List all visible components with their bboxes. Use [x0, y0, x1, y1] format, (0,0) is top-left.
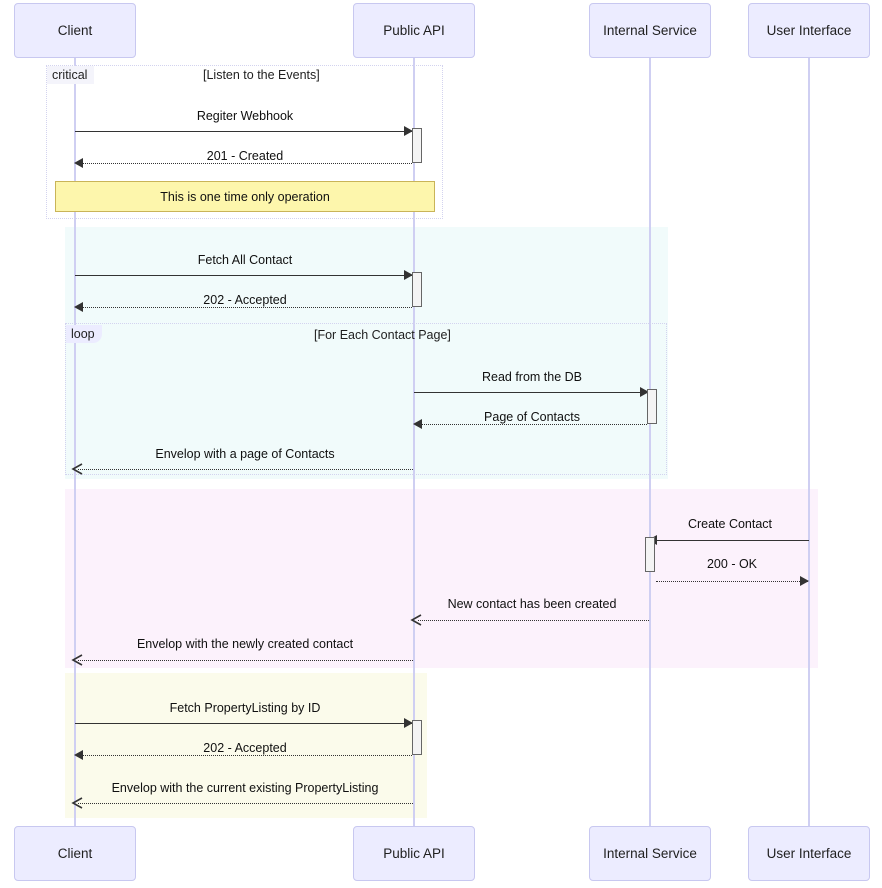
message-text: 201 - Created: [206, 149, 284, 163]
lifeline-user-interface: [808, 58, 810, 827]
arrow-head-left: [74, 158, 83, 168]
message-line-envelop-newly-created: [78, 660, 413, 661]
message-text: 202 - Accepted: [203, 293, 287, 307]
message-text: Read from the DB: [481, 370, 583, 384]
fragment-critical-box: [46, 65, 443, 219]
participant-internal-service-top[interactable]: Internal Service: [589, 3, 711, 58]
region-contact-created: [65, 489, 818, 668]
participant-label: User Interface: [766, 23, 852, 38]
message-text: Fetch PropertyListing by ID: [169, 701, 321, 715]
arrow-head-left: [413, 419, 422, 429]
message-line-envelop-existing-propertylisting: [78, 803, 413, 804]
message-text: Page of Contacts: [484, 410, 580, 424]
message-line-page-of-contacts: [415, 424, 647, 425]
fragment-condition-label: [For Each Contact Page]: [314, 328, 451, 342]
fragment-critical-tag: critical: [47, 66, 95, 84]
message-text: Envelop with the newly created contact: [136, 637, 354, 651]
fragment-loop-tag: loop: [66, 325, 102, 343]
lifeline-client: [74, 58, 76, 827]
arrow-head-open-left: [71, 463, 83, 475]
arrow-head-open-left: [71, 797, 83, 809]
participant-internal-service-bottom[interactable]: Internal Service: [589, 826, 711, 881]
message-line-read-from-the-db: [414, 392, 649, 393]
arrow-head-open-left: [410, 614, 422, 626]
participant-public-api-top[interactable]: Public API: [353, 3, 475, 58]
lifeline-public-api: [413, 58, 415, 827]
message-text: Fetch All Contact: [197, 253, 293, 267]
arrow-head-right: [404, 126, 413, 136]
message-label-201-created: 201 - Created: [207, 149, 283, 163]
message-label-new-contact-created: New contact has been created: [448, 597, 617, 611]
message-text: 202 - Accepted: [203, 741, 287, 755]
fragment-tag-label: loop: [71, 327, 95, 341]
arrow-head-left: [74, 750, 83, 760]
message-label-200-ok: 200 - OK: [707, 557, 757, 571]
message-text: Create Contact: [687, 517, 773, 531]
message-line-202-accepted-1: [76, 307, 412, 308]
message-label-fetch-all-contact: Fetch All Contact: [198, 253, 293, 267]
message-text: Regiter Webhook: [196, 109, 294, 123]
arrow-head-left: [74, 302, 83, 312]
message-text: Envelop with a page of Contacts: [155, 447, 335, 461]
participant-label: Internal Service: [603, 846, 697, 861]
participant-label: Public API: [383, 846, 445, 861]
fragment-loop-box: [65, 323, 667, 475]
activation-internal-service-1: [647, 389, 657, 424]
arrow-head-right: [640, 387, 649, 397]
fragment-critical-condition: [Listen to the Events]: [203, 68, 320, 82]
note-text: This is one time only operation: [160, 189, 330, 204]
message-line-envelop-page-of-contacts: [78, 469, 413, 470]
fragment-condition-label: [Listen to the Events]: [203, 68, 320, 82]
message-line-202-accepted-2: [76, 755, 412, 756]
participant-client-top[interactable]: Client: [14, 3, 136, 58]
lifeline-internal-service: [649, 58, 651, 827]
message-label-read-from-the-db: Read from the DB: [482, 370, 582, 384]
message-label-fetch-propertylisting: Fetch PropertyListing by ID: [170, 701, 321, 715]
message-text: Envelop with the current existing Proper…: [111, 781, 379, 795]
message-label-202-accepted-2: 202 - Accepted: [203, 741, 286, 755]
region-fetch-contacts: [65, 227, 668, 479]
message-line-fetch-all-contact: [75, 275, 413, 276]
participant-user-interface-bottom[interactable]: User Interface: [748, 826, 870, 881]
region-property-listing: [65, 673, 427, 818]
activation-public-api-2: [412, 272, 422, 307]
fragment-tag-label: critical: [52, 68, 88, 82]
message-line-fetch-propertylisting: [75, 723, 413, 724]
message-line-create-contact: [657, 540, 809, 541]
participant-label: Public API: [383, 23, 445, 38]
activation-public-api-3: [412, 720, 422, 755]
message-line-regiter-webhook: [75, 131, 413, 132]
arrow-head-right: [404, 718, 413, 728]
activation-public-api-1: [412, 128, 422, 163]
message-line-200-ok: [656, 581, 808, 582]
participant-label: Client: [57, 846, 93, 861]
message-label-envelop-page-of-contacts: Envelop with a page of Contacts: [155, 447, 334, 461]
message-text: 200 - OK: [706, 557, 758, 571]
message-label-envelop-existing-propertylisting: Envelop with the current existing Proper…: [112, 781, 379, 795]
participant-label: Internal Service: [603, 23, 697, 38]
participant-label: User Interface: [766, 846, 852, 861]
participant-client-bottom[interactable]: Client: [14, 826, 136, 881]
message-label-regiter-webhook: Regiter Webhook: [197, 109, 293, 123]
message-label-create-contact: Create Contact: [688, 517, 772, 531]
activation-internal-service-2: [645, 537, 655, 572]
participant-label: Client: [57, 23, 93, 38]
arrow-head-open-left: [71, 654, 83, 666]
message-line-201-created: [76, 163, 412, 164]
message-label-page-of-contacts: Page of Contacts: [484, 410, 580, 424]
arrow-head-right: [800, 576, 809, 586]
message-label-envelop-newly-created: Envelop with the newly created contact: [137, 637, 353, 651]
participant-user-interface-top[interactable]: User Interface: [748, 3, 870, 58]
fragment-loop-condition: [For Each Contact Page]: [314, 328, 451, 342]
message-label-202-accepted-1: 202 - Accepted: [203, 293, 286, 307]
participant-public-api-bottom[interactable]: Public API: [353, 826, 475, 881]
note-one-time-operation: This is one time only operation: [55, 181, 435, 212]
message-text: New contact has been created: [447, 597, 617, 611]
message-line-new-contact-created: [418, 620, 649, 621]
arrow-head-right: [404, 270, 413, 280]
